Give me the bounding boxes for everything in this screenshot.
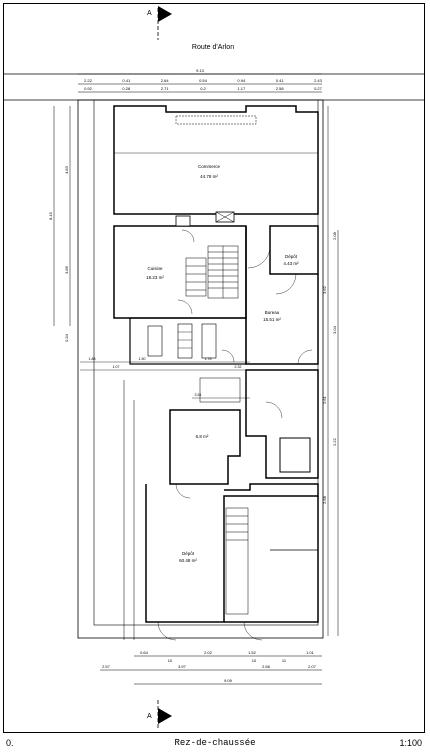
bottom-dimensions: 0.64 2.02 1.52 1.01 10 10 11 2.57 3.97 2.56 2.07… <box>100 650 322 685</box>
room-center: 6.8 m² <box>169 409 241 499</box>
dimension-label: 0.64 <box>140 650 149 655</box>
dimension-label: 2.61 <box>322 395 327 404</box>
dimension-label: 0.92 <box>84 86 93 91</box>
dimension-label: 0.34 <box>64 333 69 342</box>
dimension-label: 2.22 <box>332 437 337 446</box>
right-dimensions: 2.08 3.62 3.04 2.61 2.22 2.68 <box>322 106 339 636</box>
dimension-label: 1.17 <box>237 86 246 91</box>
street-name: Route d'Arlon <box>192 44 234 51</box>
dimension-label: 0.41 <box>276 78 285 83</box>
dimension-label: 1.07 <box>113 365 120 369</box>
room-bureau: Bureau 15.51 m² <box>221 226 319 365</box>
right-mid-rooms <box>199 369 319 479</box>
dimension-label: 0.41 <box>122 78 131 83</box>
north-mark-label-bottom: A <box>147 713 152 720</box>
dimension-label: 1.50 <box>139 357 146 361</box>
dimension-label: 11 <box>282 658 287 663</box>
room-name: Bureau <box>265 310 280 315</box>
room-area: 6.8 m² <box>196 434 209 439</box>
dimension-label: 2.68 <box>322 495 327 504</box>
sheet-number: 0. <box>6 738 14 748</box>
dimension-label: 2.57 <box>102 664 111 669</box>
room-area: 18.23 m² <box>146 275 164 280</box>
street: Route d'Arlon <box>4 44 424 101</box>
dimension-label: 1.88 <box>89 357 96 361</box>
room-name: Dépôt <box>285 254 298 259</box>
room-area: 15.51 m² <box>263 317 281 322</box>
dimension-label: 3.97 <box>178 664 187 669</box>
room-name: Dépôt <box>182 551 195 556</box>
scale-label: 1:100 <box>399 738 422 748</box>
dimension-label: 1.01 <box>306 650 315 655</box>
north-marker-top: A <box>147 6 172 40</box>
dimension-label: 8.15 <box>48 211 53 220</box>
drawing-sheet <box>3 3 425 733</box>
left-dimensions: 8.15 4.83 3.86 0.34 <box>48 106 135 640</box>
top-dimensions: 9.13 2.22 0.41 2.64 0.54 0.94 0.41 2.43 0.92 0.… <box>78 68 323 93</box>
dimension-label: 2.64 <box>161 78 170 83</box>
dimension-label: 1.52 <box>248 650 257 655</box>
dimension-label: 2.58 <box>276 86 285 91</box>
dim-top-total: 9.13 <box>196 68 205 73</box>
north-mark-label: A <box>147 10 152 17</box>
dimension-label: 3.86 <box>64 265 69 274</box>
dimension-label: 0.27 <box>314 86 323 91</box>
dimension-label: 0.2 <box>200 86 206 91</box>
dimension-label: 0.28 <box>122 86 131 91</box>
room-area: 44.78 m² <box>200 174 218 179</box>
dimension-label: 10 <box>252 658 257 663</box>
passage <box>129 317 247 365</box>
dimension-label: 2.02 <box>204 650 213 655</box>
room-commerce: Commerce 44.78 m² <box>113 105 319 215</box>
room-area: 4.43 m² <box>283 261 299 266</box>
sheet-title: Rez-de-chaussée <box>174 738 256 748</box>
room-cuisine: Cuisine 18.23 m² <box>113 211 247 319</box>
room-name: Cuisine <box>147 266 163 271</box>
dimension-label: 2.71 <box>161 86 170 91</box>
room-depot-large: Dépôt 60.48 m² <box>145 483 319 641</box>
dimension-label: 2.07 <box>308 664 317 669</box>
dimension-label: 2.43 <box>314 78 323 83</box>
dim-bottom-total: 9.09 <box>224 678 233 683</box>
dimension-label: 4.83 <box>64 165 69 174</box>
mid-dimension-labels: 1.88 1.07 1.50 3.51 1.76 2.32 <box>80 357 250 399</box>
north-marker-bottom: A <box>147 700 172 730</box>
dimension-label: 3.62 <box>322 285 327 294</box>
dimension-label: 3.51 <box>195 393 202 397</box>
dimension-label: 2.22 <box>84 78 93 83</box>
dimension-label: 2.32 <box>235 365 242 369</box>
dimension-label: 0.94 <box>237 78 246 83</box>
dimension-label: 1.76 <box>205 357 212 361</box>
room-area: 60.48 m² <box>179 558 197 563</box>
dimension-label: 2.56 <box>262 664 271 669</box>
dimension-label: 3.04 <box>332 325 337 334</box>
room-depot-small: Dépôt 4.43 m² <box>247 225 319 295</box>
dimension-label: 2.08 <box>332 231 337 240</box>
dimension-label: 10 <box>168 658 173 663</box>
dimension-label: 0.54 <box>199 78 208 83</box>
room-name: Commerce <box>198 164 221 169</box>
